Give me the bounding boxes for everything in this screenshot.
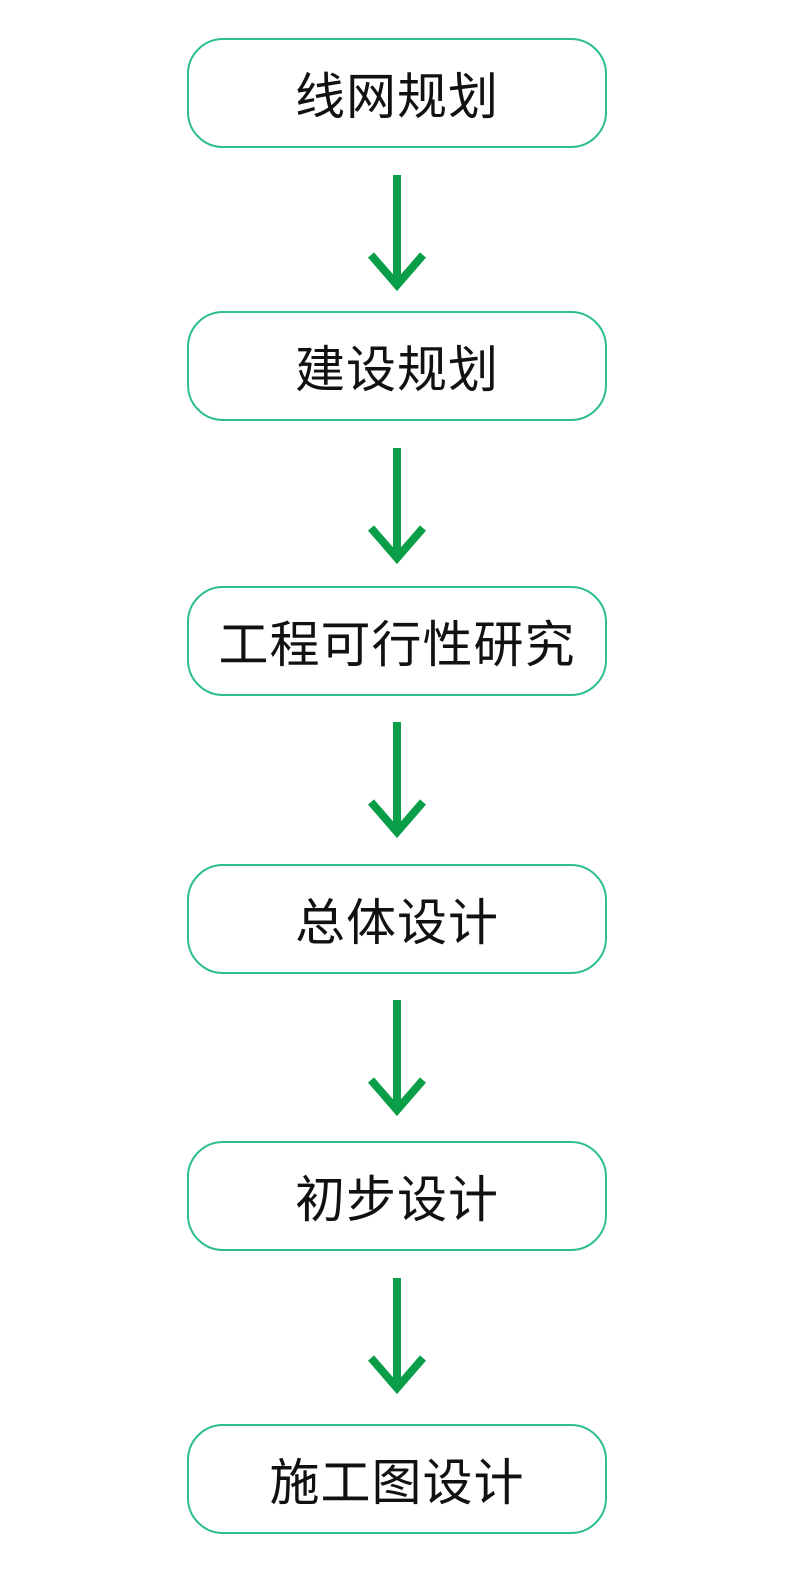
- down-arrow-icon: [367, 1278, 427, 1395]
- step-box-construction-drawing-design: 施工图设计: [187, 1424, 607, 1534]
- down-arrow-icon: [367, 448, 427, 565]
- step-label: 工程可行性研究: [218, 616, 576, 674]
- step-label: 线网规划: [295, 68, 499, 126]
- down-arrow-icon: [367, 722, 427, 839]
- step-box-feasibility-study: 工程可行性研究: [187, 586, 607, 696]
- step-box-network-planning: 线网规划: [187, 38, 607, 148]
- step-label: 建设规划: [295, 341, 499, 399]
- down-arrow-icon: [367, 175, 427, 292]
- step-label: 总体设计: [295, 894, 499, 952]
- step-label: 初步设计: [295, 1171, 499, 1229]
- step-box-overall-design: 总体设计: [187, 864, 607, 974]
- down-arrow-icon: [367, 1000, 427, 1117]
- step-box-construction-planning: 建设规划: [187, 311, 607, 421]
- step-label: 施工图设计: [269, 1454, 525, 1512]
- step-box-preliminary-design: 初步设计: [187, 1141, 607, 1251]
